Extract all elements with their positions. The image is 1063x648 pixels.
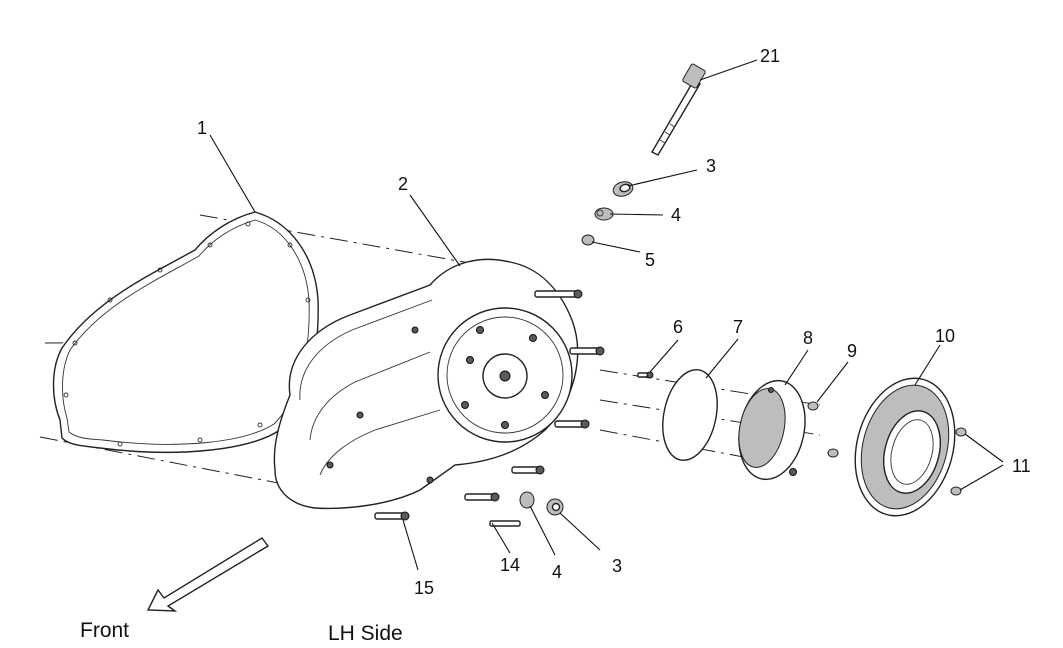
callout-6: 6	[673, 317, 683, 337]
callout-4-top: 4	[671, 205, 681, 225]
callout-3-bottom: 3	[612, 556, 622, 576]
o-ring-part	[662, 368, 718, 462]
stud-14-part	[489, 520, 521, 527]
bolt-b	[569, 346, 605, 356]
callout-14: 14	[500, 555, 520, 575]
callout-labels: 1 2 21 3 4 5 6 7 8 9 10 11 14 4 3 15	[197, 46, 1031, 598]
bolt-e	[464, 492, 500, 502]
callout-3-top: 3	[706, 156, 716, 176]
callout-2: 2	[398, 174, 408, 194]
callout-21: 21	[760, 46, 780, 66]
leader-lines	[209, 59, 1004, 571]
seal-top-part	[612, 181, 634, 197]
bolt-d	[511, 465, 545, 475]
callout-7: 7	[733, 317, 743, 337]
front-arrow-icon	[146, 537, 270, 612]
side-caption: LH Side	[328, 622, 403, 645]
callout-8: 8	[803, 328, 813, 348]
primary-cover-part	[273, 258, 579, 510]
shaft-part	[651, 63, 706, 156]
callout-10: 10	[935, 326, 955, 346]
callout-4-bottom: 4	[552, 562, 562, 582]
bushing-top-part	[594, 207, 614, 221]
callout-1: 1	[197, 118, 207, 138]
screws-11-part	[950, 427, 967, 496]
bolt-f	[374, 511, 410, 521]
callout-9: 9	[847, 341, 857, 361]
screw-9-part	[807, 401, 839, 458]
bolt-c	[554, 419, 590, 429]
plug-part	[581, 234, 595, 246]
seal-bottom-part	[546, 498, 564, 516]
callout-15: 15	[414, 578, 434, 598]
inspection-cover-part	[738, 379, 806, 481]
front-caption: Front	[80, 619, 129, 642]
cover-bolts	[374, 289, 605, 521]
gasket-part	[52, 211, 319, 454]
emblem-cover-part	[854, 377, 956, 517]
callout-11: 11	[1012, 456, 1031, 476]
bushing-bottom-part	[519, 491, 535, 509]
callout-5: 5	[645, 250, 655, 270]
bolt-a	[534, 289, 583, 299]
screw-6-part	[637, 371, 654, 379]
